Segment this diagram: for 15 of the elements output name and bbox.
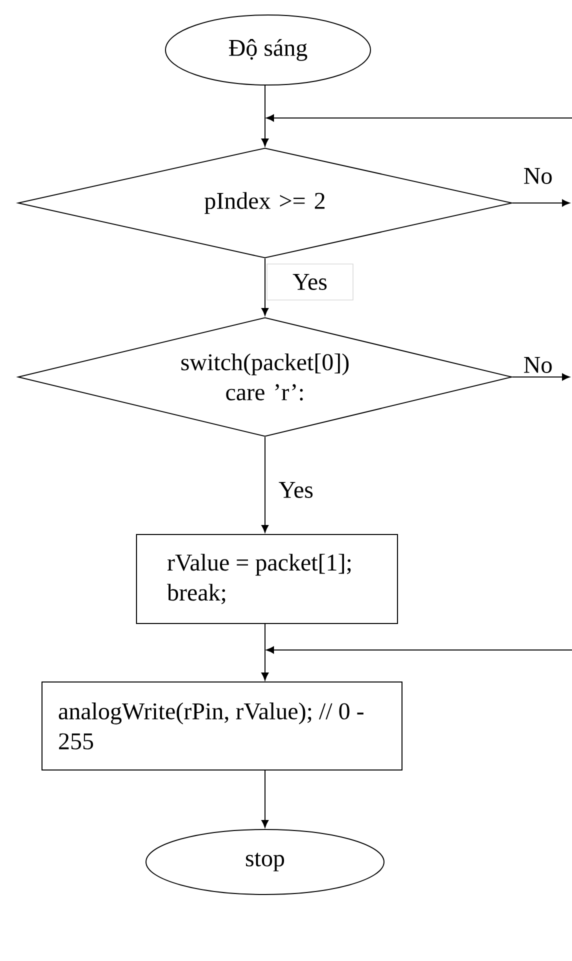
process-box: rValue = packet[1]; break; [136,534,398,624]
arrow [512,373,570,381]
edge-label: Yes [278,481,314,499]
process-box: analogWrite(rPin, rValue); // 0 - 255 [42,682,402,770]
arrow [261,624,269,680]
arrow [266,114,572,122]
arrow [261,770,269,828]
edge-label: No [522,356,554,374]
arrow [261,258,269,316]
edge-label: No [522,167,554,185]
arrow [266,646,572,654]
arrow [512,199,570,207]
edge-label: Yes [266,264,354,300]
arrow [261,85,269,146]
arrow [261,436,269,533]
